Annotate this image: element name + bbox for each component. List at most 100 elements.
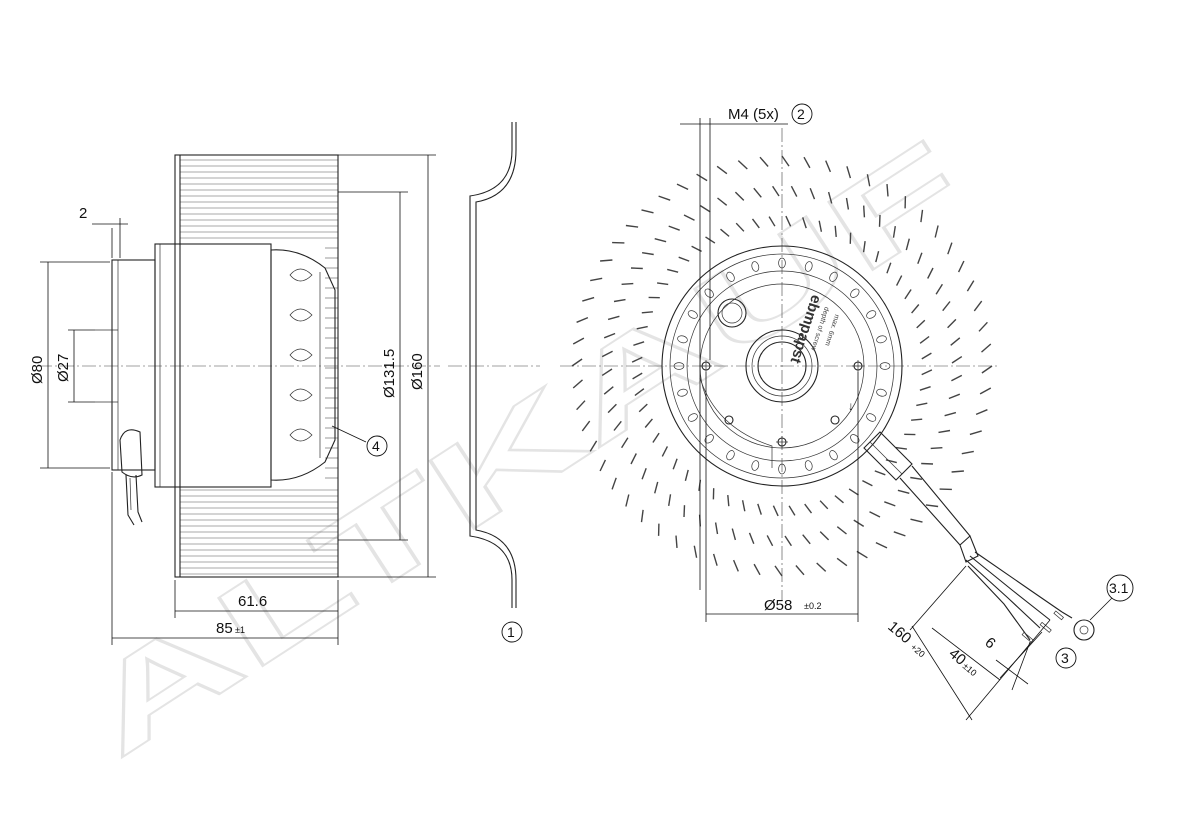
blade-mark xyxy=(625,224,639,228)
blade-mark xyxy=(947,318,957,329)
blade-mark xyxy=(668,225,680,231)
blade-mark xyxy=(641,252,654,256)
blade-mark xyxy=(675,535,678,548)
callout-3: 3 xyxy=(1055,647,1077,669)
blade-mark xyxy=(919,335,930,344)
impeller-body-outline xyxy=(174,154,339,578)
blade-mark xyxy=(966,280,975,292)
blade-mark xyxy=(654,481,659,494)
impeller-blades xyxy=(571,155,993,577)
hub-slot xyxy=(289,308,313,322)
rotor-hub xyxy=(270,249,336,481)
blade-mark xyxy=(601,368,613,376)
blade-mark xyxy=(862,479,873,487)
dim-diam-160-label: Ø160 xyxy=(409,353,426,390)
blade-mark xyxy=(836,557,848,567)
blade-mark xyxy=(875,251,880,263)
blade-mark xyxy=(641,311,653,314)
blade-mark xyxy=(916,319,926,329)
blade-mark xyxy=(911,418,923,421)
vent-hole xyxy=(804,261,813,272)
blade-mark xyxy=(632,372,643,380)
blade-mark xyxy=(845,197,850,210)
screw-hole xyxy=(776,436,788,448)
vent-hole xyxy=(850,288,860,298)
blade-mark xyxy=(731,528,737,541)
dim-diam-80: Ø80 xyxy=(29,261,110,469)
blade-mark xyxy=(927,267,934,279)
blade-mark xyxy=(607,315,620,321)
blade-mark xyxy=(633,341,645,346)
blade-mark xyxy=(684,469,689,481)
blade-mark xyxy=(772,185,780,197)
blade-mark xyxy=(874,470,886,476)
blade-mark xyxy=(981,343,992,353)
blade-mark xyxy=(825,160,832,173)
watermark: ALTKAUF xyxy=(59,115,988,783)
blade-mark xyxy=(571,358,583,367)
blade-mark xyxy=(950,337,961,346)
blade-mark xyxy=(589,440,598,452)
blade-mark xyxy=(951,374,963,382)
blade-mark xyxy=(644,418,653,428)
blade-mark xyxy=(599,459,607,472)
blade-mark xyxy=(672,458,678,470)
dim-length-61-6: 61.6 xyxy=(174,580,339,645)
blade-mark xyxy=(975,409,988,416)
screw-holes: ↓ xyxy=(700,360,864,448)
hub-outer-ring xyxy=(661,245,903,487)
blade-mark xyxy=(802,217,807,229)
hub-ring-2 xyxy=(669,253,895,479)
blade-mark xyxy=(917,252,923,264)
dim-diam-80-label: Ø80 xyxy=(29,356,46,384)
blade-mark xyxy=(948,393,961,400)
screw-hole xyxy=(700,360,712,372)
blade-mark xyxy=(886,184,889,197)
screw-hole xyxy=(830,415,840,425)
blade-mark xyxy=(603,332,616,339)
blade-mark xyxy=(809,187,816,200)
motor-housing xyxy=(154,243,272,488)
vent-hole xyxy=(677,335,688,344)
dim-length-85-tolerance: ±1 xyxy=(235,625,245,635)
blade-mark xyxy=(973,300,983,312)
vent-hole xyxy=(751,460,760,471)
mounting-flange xyxy=(111,259,156,471)
blade-mark xyxy=(714,522,719,535)
blade-mark xyxy=(819,531,830,541)
blade-mark xyxy=(816,562,827,572)
blade-mark xyxy=(699,205,711,213)
blade-mark xyxy=(921,352,932,360)
blade-mark xyxy=(781,155,790,167)
dim-diam-58-label: Ø58 xyxy=(764,597,792,614)
callout-3-1: 3.1 xyxy=(1089,574,1134,621)
vent-hole xyxy=(879,362,891,370)
dim-diam-58: Ø58 ±0.2 xyxy=(705,372,859,622)
blade-mark xyxy=(630,453,637,465)
blade-mark xyxy=(611,477,617,490)
vent-hole xyxy=(829,271,838,282)
blade-mark xyxy=(802,534,811,545)
hub-slot xyxy=(289,348,313,362)
blade-mark xyxy=(668,494,672,507)
dim-length-85-label: 85 xyxy=(216,620,233,637)
blade-mark xyxy=(716,165,728,175)
rotor-ventilation-slots xyxy=(289,268,313,442)
blade-mark xyxy=(654,238,667,243)
blade-mark xyxy=(790,185,798,197)
blade-mark xyxy=(942,301,951,312)
blade-mark xyxy=(979,387,992,395)
blade-mark xyxy=(884,501,896,507)
vent-hole xyxy=(876,335,887,344)
blade-mark xyxy=(576,316,589,323)
blade-mark xyxy=(630,267,643,270)
blade-mark xyxy=(795,565,805,576)
cable-gland-and-leads xyxy=(863,431,1095,643)
blade-mark xyxy=(921,369,933,376)
blade-mark xyxy=(600,259,613,262)
blade-mark xyxy=(804,503,813,514)
hub-ventilation-holes xyxy=(673,257,891,475)
callout-2-label: 2 xyxy=(797,106,805,122)
blade-mark xyxy=(741,500,746,512)
vent-hole xyxy=(726,450,735,461)
